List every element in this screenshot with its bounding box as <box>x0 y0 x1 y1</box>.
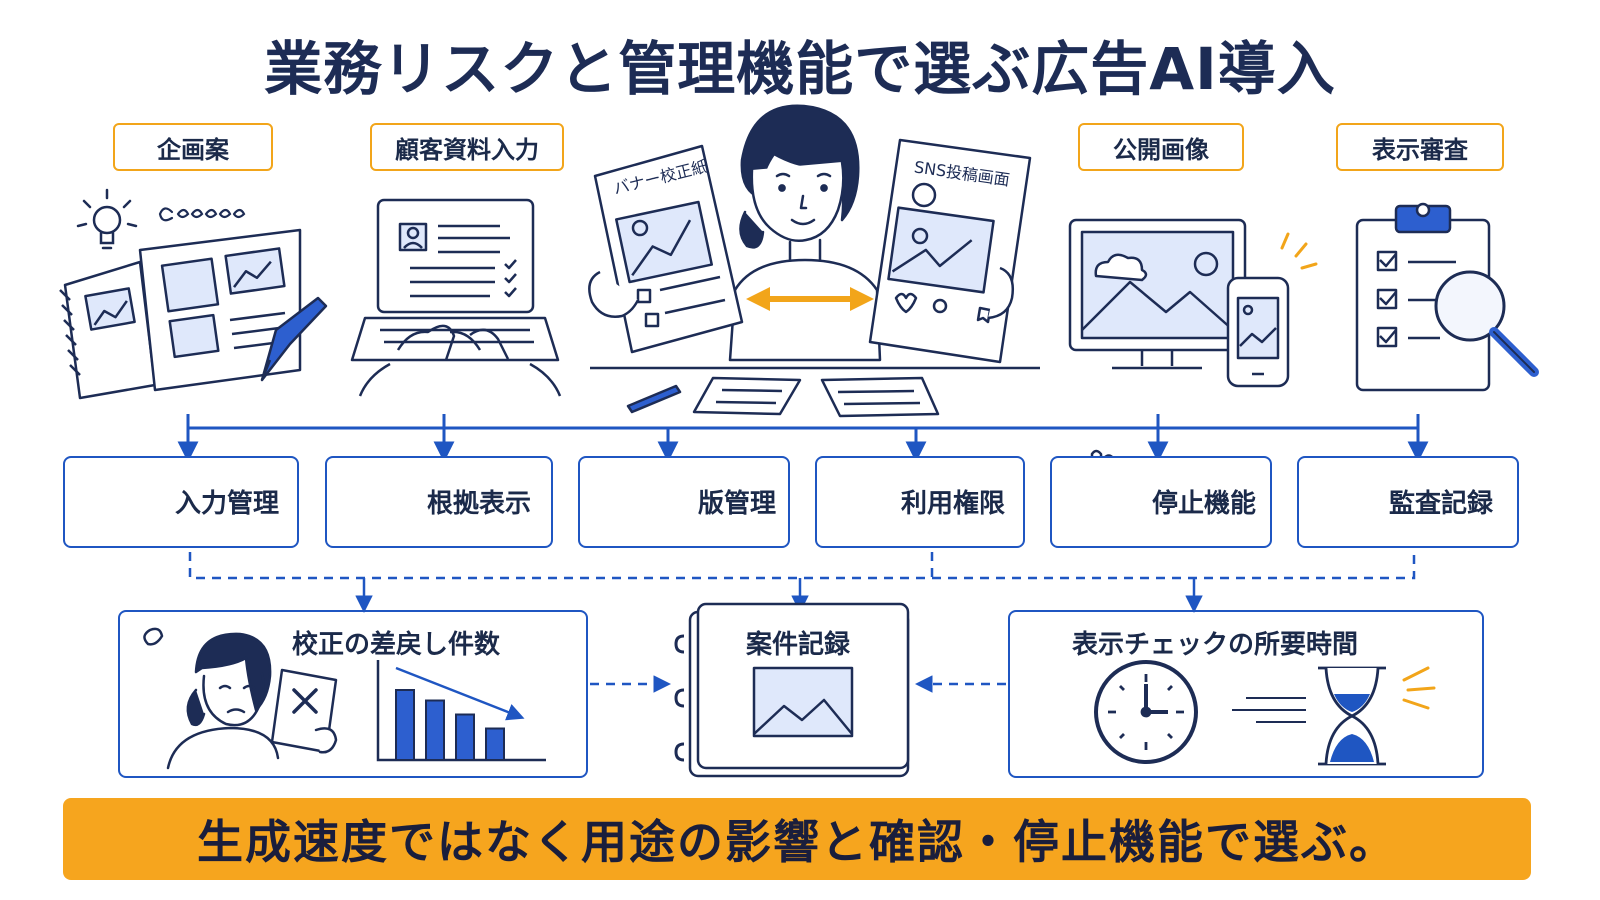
feature-evidence-display: 根拠表示 <box>325 456 553 548</box>
feature-label: 利用権限 <box>901 489 1006 519</box>
clock-icon <box>1094 660 1198 764</box>
feature-usage-permissions: 利用権限 <box>815 456 1025 548</box>
hourglass-icon <box>1318 666 1386 766</box>
spark-icon <box>1280 232 1318 270</box>
binder-icon <box>674 602 910 778</box>
tag-customer-input: 顧客資料入力 <box>370 123 564 171</box>
monitor-icon <box>1068 218 1247 370</box>
chart-bar <box>425 699 445 761</box>
sketchbook-icon <box>59 228 302 400</box>
tag-display-review: 表示審査 <box>1336 123 1504 171</box>
page-title: 業務リスクと管理機能で選ぶ広告AI導入 <box>264 35 1336 103</box>
banner-proof-sheet <box>588 144 744 354</box>
feature-audit-log: 監査記録 <box>1297 456 1519 548</box>
lightbulb-icon <box>76 188 138 250</box>
feature-label: 版管理 <box>698 489 777 519</box>
declining-bar-chart <box>376 660 546 762</box>
top-connector <box>177 414 1429 463</box>
smartphone-icon <box>1226 276 1290 388</box>
chart-bar <box>485 727 505 761</box>
feature-label: 入力管理 <box>175 489 280 519</box>
scribble-icon <box>158 207 246 222</box>
case-record-title: 案件記録 <box>746 630 851 660</box>
feature-version-management: 版管理 <box>578 456 790 548</box>
panel-check-time-title: 表示チェックの所要時間 <box>1072 630 1359 660</box>
sns-post-sheet <box>868 138 1032 364</box>
feature-label: 監査記録 <box>1389 489 1494 519</box>
pen-icon <box>260 296 328 382</box>
person-illustration <box>728 104 882 362</box>
tag-public-image: 公開画像 <box>1078 123 1244 171</box>
feature-stop-function: 停止機能 <box>1050 456 1272 548</box>
feature-label: 根拠表示 <box>427 489 532 519</box>
dashed-connector <box>188 552 1416 693</box>
conclusion-banner: 生成速度ではなく用途の影響と確認・停止機能で選ぶ。 <box>63 798 1531 880</box>
tag-kikakuan: 企画案 <box>113 123 273 171</box>
chart-bar <box>395 689 415 761</box>
speed-lines <box>1232 697 1306 723</box>
worried-person-icon <box>143 627 338 770</box>
panel-check-time <box>1008 610 1484 778</box>
feature-label: 停止機能 <box>1152 489 1257 519</box>
panel-proof-returns-title: 校正の差戻し件数 <box>292 630 501 660</box>
desk-items <box>590 366 1040 418</box>
alarm-lines <box>1402 666 1436 710</box>
magnifier-icon <box>1434 270 1539 377</box>
laptop-icon <box>350 198 562 397</box>
chart-bar <box>455 713 475 761</box>
clipboard-icon <box>1355 202 1491 392</box>
panel-proof-returns <box>118 610 588 778</box>
feature-input-management: 入力管理 <box>63 456 299 548</box>
